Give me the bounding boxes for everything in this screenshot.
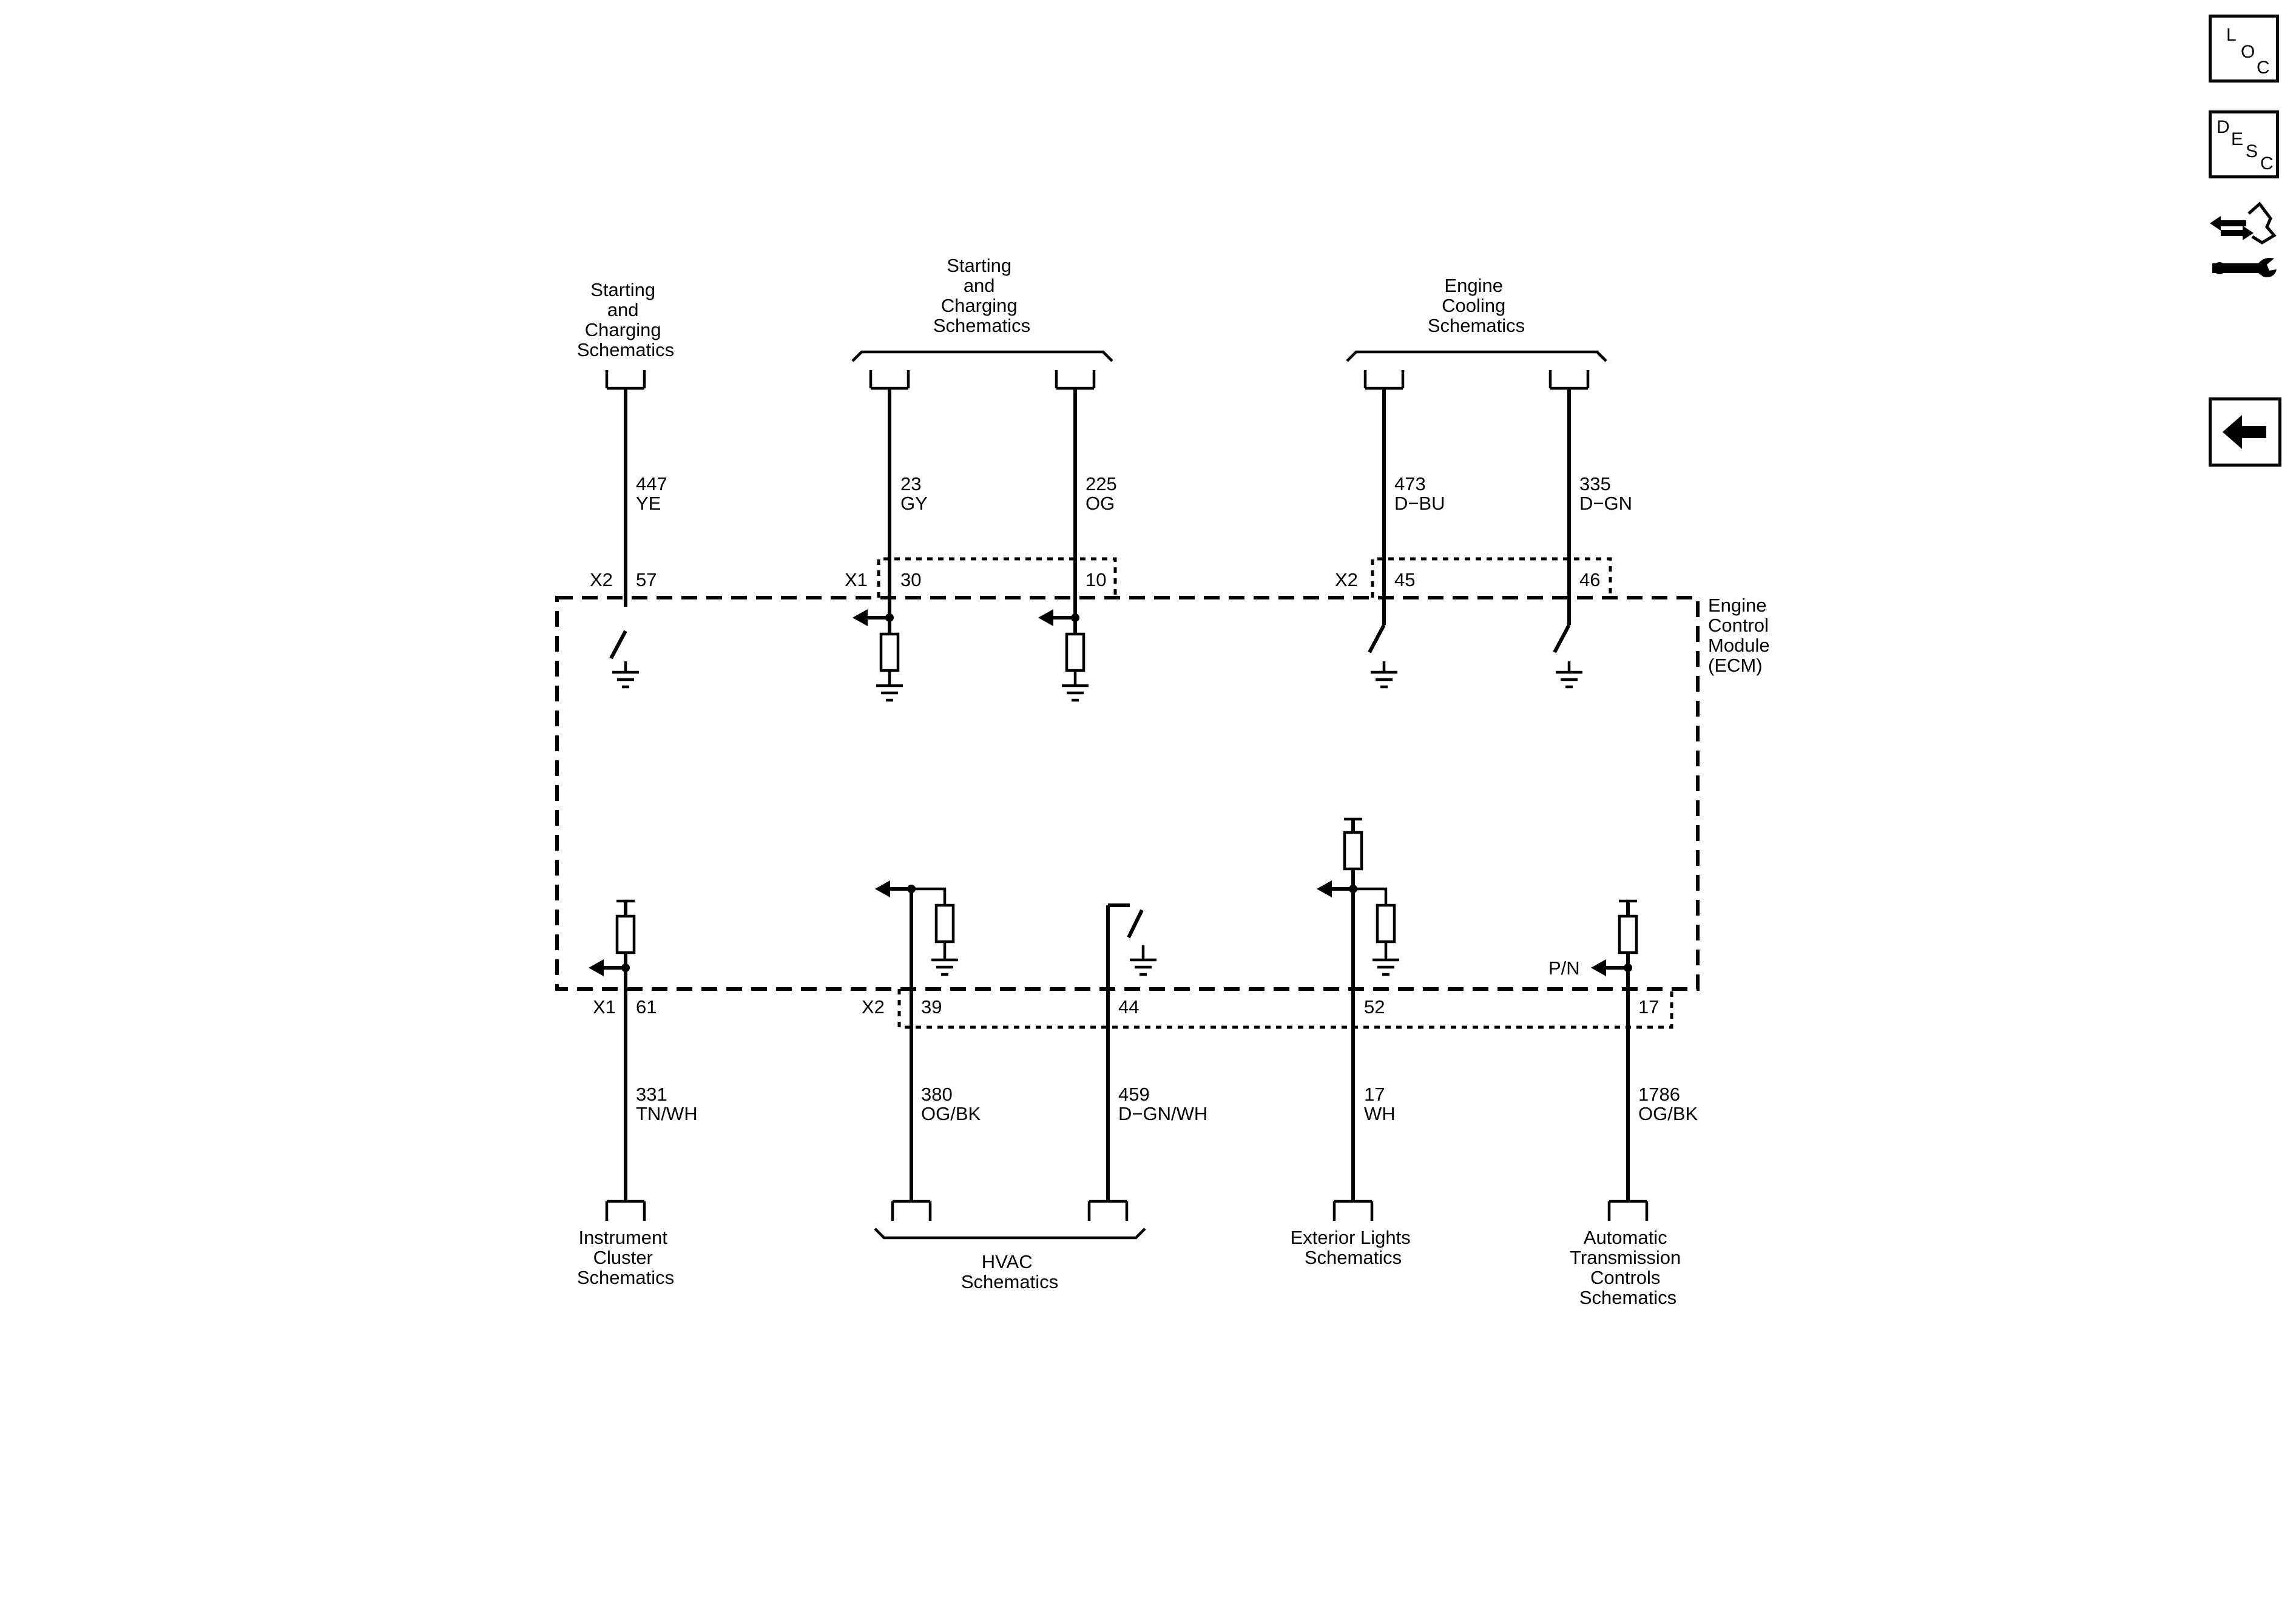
wire-23 (853, 370, 910, 702)
wire-380 (875, 880, 958, 1221)
label-bottom-instrument-cluster: Instrument Cluster Schematics (577, 1227, 674, 1288)
connector-top-x1: X1 (845, 569, 868, 590)
pin-30: 30 (900, 569, 921, 590)
label-ecm: Engine Control Module (ECM) (1708, 595, 1775, 676)
connector-x2-top-box (1371, 557, 1612, 598)
loc-letter-o: O (2241, 42, 2255, 62)
wire-459 (1087, 903, 1156, 1221)
wire-335 (1548, 370, 1590, 689)
wire-473 (1363, 370, 1405, 689)
wire-1786 (1591, 899, 1649, 1221)
ecm-boundary (555, 596, 1700, 991)
pin-17: 17 (1638, 996, 1659, 1018)
pin-44: 44 (1118, 996, 1139, 1018)
label-bottom-hvac: HVAC Schematics (961, 1251, 1058, 1292)
loc-button[interactable]: L O C (2209, 15, 2279, 83)
pin-10: 10 (1086, 569, 1106, 590)
wire-447 (605, 370, 646, 689)
desc-letter-s: S (2246, 141, 2258, 161)
wire-17 (1317, 817, 1399, 1221)
pin-61: 61 (636, 996, 657, 1018)
pin-39: 39 (921, 996, 942, 1018)
label-bottom-automatic-transmission: Automatic Transmission Controls Schemati… (1570, 1227, 1686, 1308)
connector-x1-top-box (877, 557, 1117, 598)
bracket-top-engine-cooling (1346, 350, 1607, 362)
pin-57: 57 (636, 569, 657, 590)
wire-225 (1038, 370, 1096, 702)
bracket-top-starting-charging (851, 350, 1113, 362)
desc-letter-c: C (2260, 154, 2274, 174)
back-button[interactable] (2209, 397, 2281, 467)
desc-letter-d: D (2217, 117, 2230, 137)
pin-46: 46 (1579, 569, 1600, 590)
connector-bottom-x1: X1 (593, 996, 616, 1018)
pin-52: 52 (1364, 996, 1385, 1018)
back-arrow-icon (2223, 415, 2266, 449)
connector-top-x2-a: X2 (590, 569, 613, 590)
connector-x2-bottom-box (897, 989, 1673, 1029)
loc-letter-l: L (2226, 25, 2237, 45)
label-top-starting-charging-2: Starting and Charging Schematics (933, 255, 1030, 336)
desc-button[interactable]: D E S C (2209, 110, 2279, 178)
connector-top-x2-b: X2 (1335, 569, 1358, 590)
pin-45: 45 (1394, 569, 1415, 590)
label-bottom-exterior-lights: Exterior Lights Schematics (1291, 1227, 1416, 1268)
wire-331 (589, 899, 646, 1221)
bracket-bottom-hvac (874, 1227, 1146, 1240)
label-top-starting-charging-1: Starting and Charging Schematics (577, 279, 674, 360)
label-top-engine-cooling: Engine Cooling Schematics (1428, 275, 1525, 336)
connector-tools-icon[interactable] (2206, 200, 2281, 285)
pn-label: P/N (1548, 957, 1580, 979)
connector-bottom-x2: X2 (862, 996, 885, 1018)
desc-letter-e: E (2231, 129, 2244, 149)
loc-letter-c: C (2257, 58, 2270, 78)
